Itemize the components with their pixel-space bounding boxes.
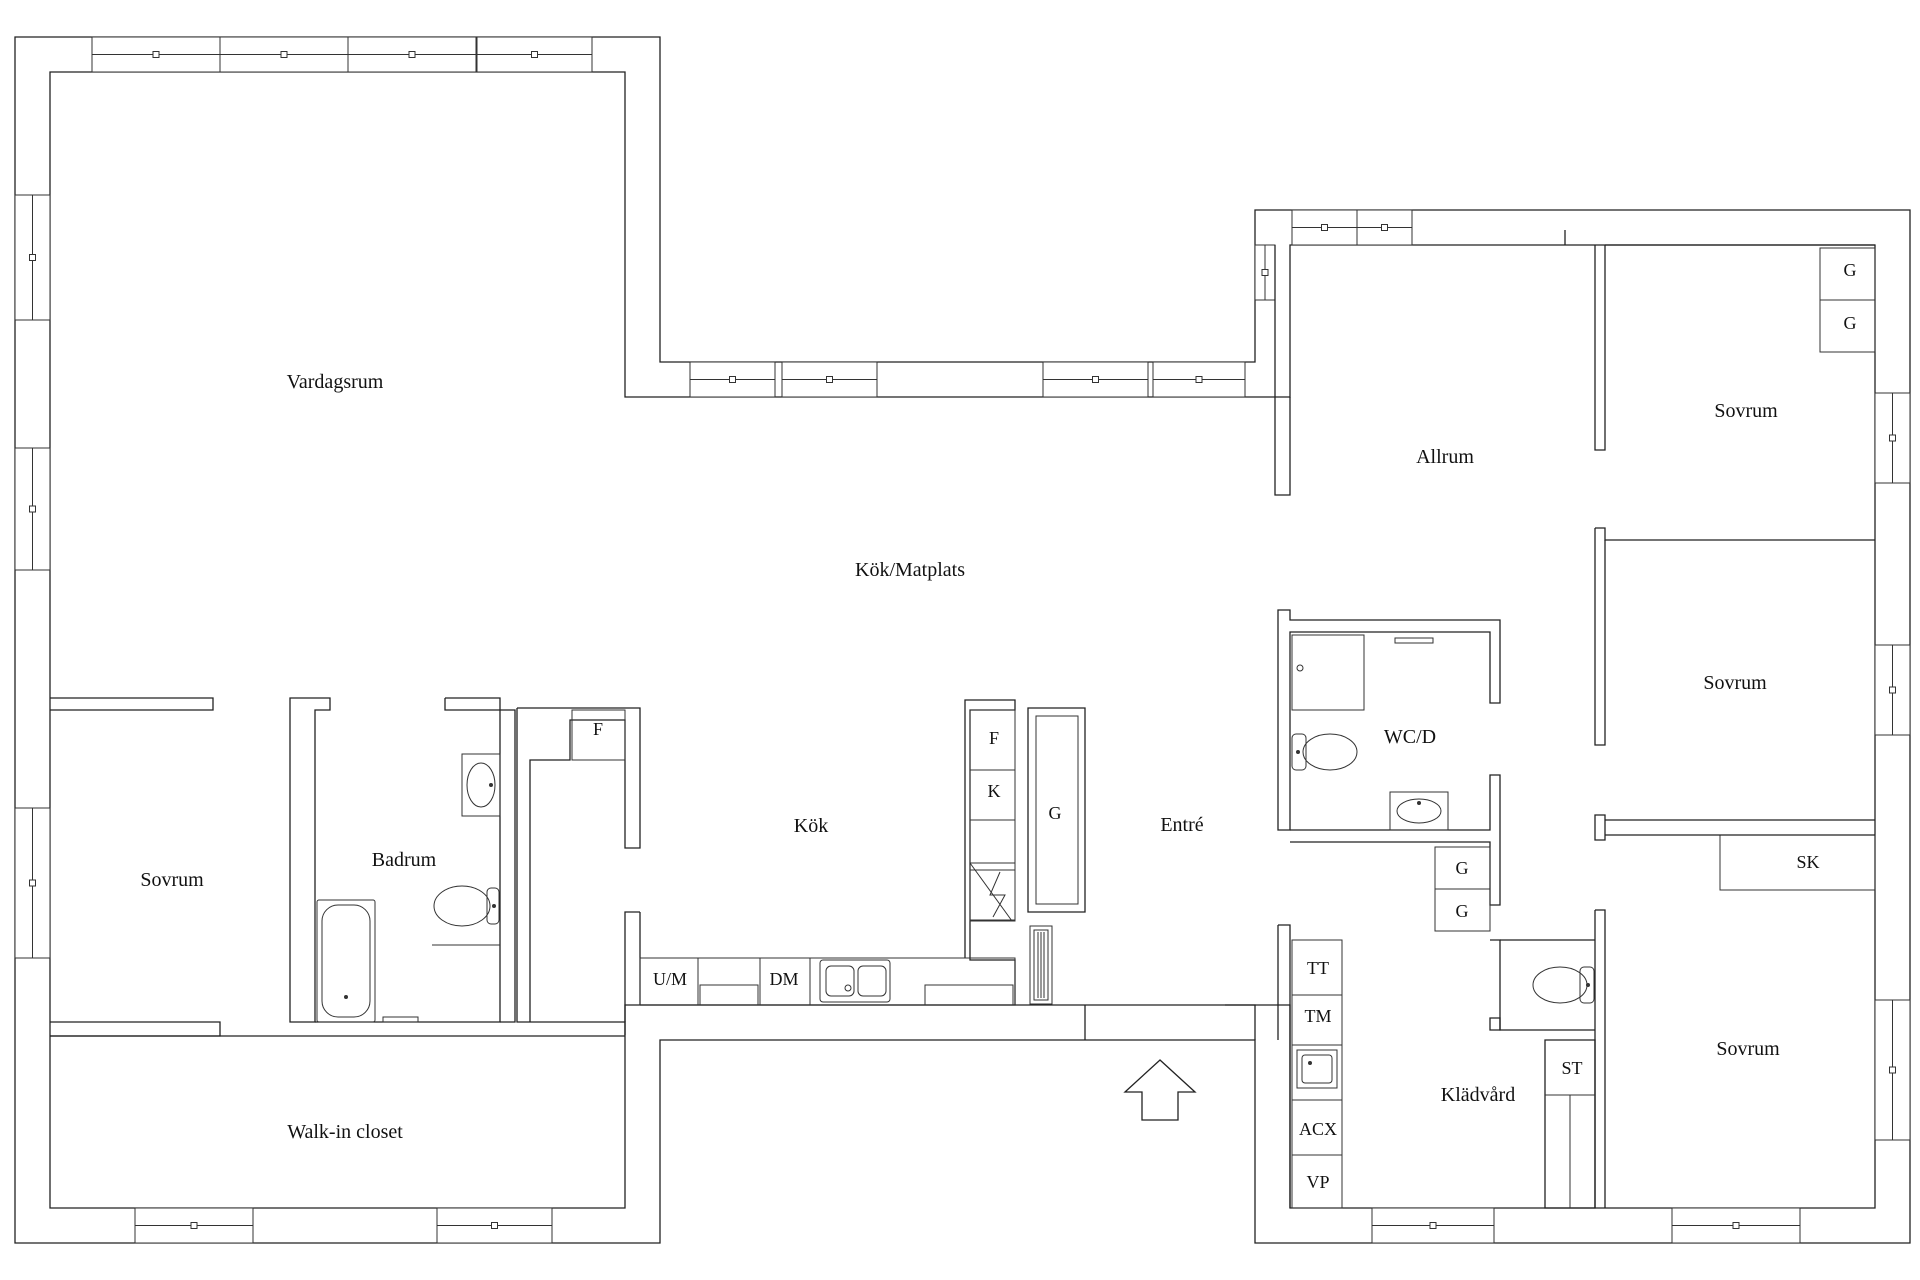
- room-label-sovrum-se: Sovrum: [1716, 1038, 1780, 1060]
- window: [347, 36, 477, 73]
- window: [219, 36, 349, 73]
- window: [1291, 209, 1358, 246]
- room-label-badrum: Badrum: [372, 849, 437, 871]
- toilet-icon: [1532, 966, 1595, 1004]
- room-label-wc-d: WC/D: [1384, 726, 1436, 748]
- window: [689, 361, 776, 398]
- fixture-label-g-wardrobe: G: [1844, 313, 1857, 333]
- room-label-entre: Entré: [1160, 814, 1203, 836]
- window: [14, 807, 51, 959]
- window: [781, 361, 878, 398]
- room-label-sovrum-ne: Sovrum: [1714, 400, 1778, 422]
- fixture-label-um: U/M: [653, 969, 687, 989]
- toilet-icon: [1291, 733, 1358, 771]
- fixture-label-sk: SK: [1796, 852, 1819, 872]
- window: [1874, 392, 1911, 484]
- room-label-kladvard: Klädvård: [1441, 1084, 1515, 1106]
- window: [134, 1207, 254, 1244]
- window: [1356, 209, 1413, 246]
- fixtures: [316, 634, 1595, 1121]
- room-label-allrum: Allrum: [1416, 446, 1474, 468]
- fixture-labels: G G SK G G ST TT TM ACX VP F K G F U/M D…: [593, 260, 1857, 1192]
- room-labels: Vardagsrum Kök/Matplats Allrum Sovrum So…: [140, 371, 1780, 1143]
- room-label-kok: Kök: [794, 815, 828, 837]
- entrance-arrow-icon: [1123, 1059, 1197, 1121]
- window: [1254, 244, 1276, 301]
- radiator-icon: [1033, 929, 1049, 1001]
- fixture-label-g-hall: G: [1456, 858, 1469, 878]
- window: [436, 1207, 553, 1244]
- window: [1152, 361, 1246, 398]
- room-label-walk-in-closet: Walk-in closet: [287, 1121, 403, 1143]
- toilet-icon: [433, 885, 500, 927]
- sink-icon: [461, 753, 501, 817]
- fixture-label-dm: DM: [769, 969, 798, 989]
- bathtub-icon: [316, 899, 419, 1023]
- fixture-label-g-oven: G: [1049, 803, 1062, 823]
- window: [14, 447, 51, 571]
- room-label-kok-matplats: Kök/Matplats: [855, 559, 965, 581]
- sink-icon: [819, 959, 891, 1003]
- window: [1042, 361, 1149, 398]
- room-label-vardagsrum: Vardagsrum: [287, 371, 384, 393]
- window: [14, 194, 51, 321]
- fixture-label-vp: VP: [1306, 1172, 1329, 1192]
- room-label-sovrum-w: Sovrum: [140, 869, 204, 891]
- sink-icon: [1296, 1049, 1338, 1089]
- fixture-label-f-kitchen: F: [989, 728, 999, 748]
- fixture-label-g-wardrobe: G: [1844, 260, 1857, 280]
- fixture-label-acx: ACX: [1299, 1119, 1337, 1139]
- fixture-label-st: ST: [1561, 1058, 1582, 1078]
- fixture-label-g-hall: G: [1456, 901, 1469, 921]
- window: [476, 36, 593, 73]
- room-label-sovrum-e: Sovrum: [1703, 672, 1767, 694]
- window: [1874, 999, 1911, 1141]
- window: [91, 36, 221, 73]
- windows: [14, 36, 1911, 1244]
- window: [1671, 1207, 1801, 1244]
- fixture-label-f-pantry: F: [593, 719, 603, 739]
- sink-icon: [1389, 791, 1449, 831]
- outer-walls: [14, 36, 1911, 1244]
- fixture-label-tm: TM: [1305, 1006, 1332, 1026]
- fixture-label-k-kitchen: K: [988, 781, 1001, 801]
- window: [1371, 1207, 1495, 1244]
- fixture-label-tt: TT: [1307, 958, 1329, 978]
- stove-icon: [969, 862, 1016, 922]
- window: [1874, 644, 1911, 736]
